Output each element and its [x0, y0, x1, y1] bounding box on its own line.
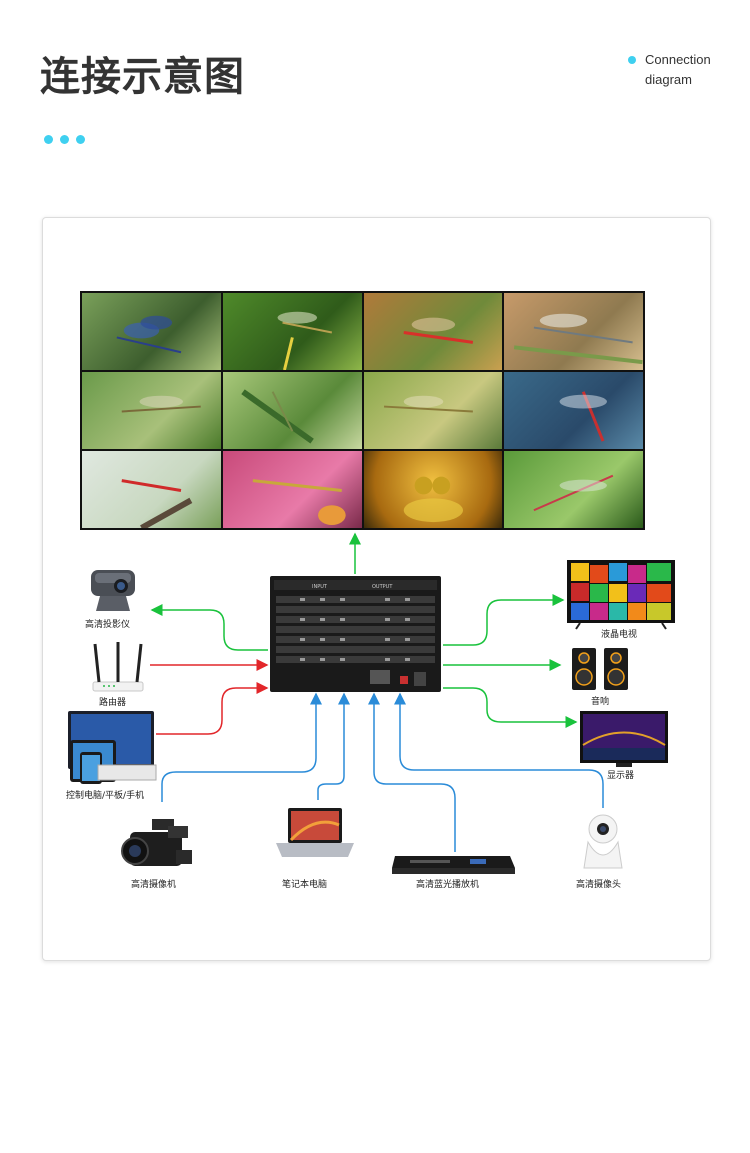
wall-screen-11: [363, 451, 503, 528]
input-connections: [161, 692, 604, 852]
wall-screen-7: [363, 372, 503, 449]
label-router: 路由器: [99, 698, 127, 708]
ip-camera-icon: [583, 814, 623, 869]
dragonfly-image: [403, 476, 463, 523]
label-laptop: 笔记本电脑: [282, 880, 328, 890]
page-title: 连接示意图: [40, 54, 245, 100]
wall-screen-2: [222, 293, 362, 370]
dragonfly-image: [277, 311, 332, 370]
matrix-switcher: INPUT OUTPUT: [270, 576, 441, 692]
video-wall: [80, 291, 645, 530]
wall-screen-6: [222, 372, 362, 449]
dragonfly-image: [403, 317, 473, 344]
dragonfly-image: [252, 479, 346, 526]
label-camcorder: 高清摄像机: [131, 880, 177, 890]
subtitle-line1: Connection: [645, 52, 711, 67]
wall-screen-9: [82, 451, 221, 528]
wall-screen-5: [82, 372, 221, 449]
speaker-icon: [572, 648, 628, 690]
wall-screen-12: [504, 451, 643, 528]
dragonfly-image: [533, 474, 614, 512]
dragonfly-image: [116, 315, 182, 354]
label-speaker: 音响: [591, 697, 610, 707]
dragonfly-image: [383, 395, 473, 413]
decorative-dots: [44, 129, 92, 148]
laptop-icon: [276, 808, 354, 857]
monitor-icon: [580, 711, 668, 767]
label-projector: 高清投影仪: [85, 620, 131, 630]
matrix-output-label: OUTPUT: [372, 584, 393, 590]
camcorder-icon: [121, 819, 192, 866]
dragonfly-image: [514, 313, 643, 365]
label-bluray: 高清蓝光播放机: [416, 880, 480, 890]
wall-screen-4: [504, 293, 643, 370]
wall-screen-10: [222, 451, 362, 528]
output-connections: [150, 532, 578, 728]
router-icon: [92, 642, 144, 692]
subtitle-line2: diagram: [645, 72, 692, 87]
lcd-tv-icon: [567, 560, 675, 630]
label-lcd-tv: 液晶电视: [601, 630, 638, 640]
control-connections: [150, 659, 269, 735]
bluray-player-icon: [392, 856, 515, 874]
dragonfly-image: [241, 389, 314, 444]
matrix-input-label: INPUT: [312, 584, 328, 590]
dragonfly-image: [121, 479, 193, 528]
projector-icon: [91, 570, 135, 611]
label-control-pc: 控制电脑/平板/手机: [66, 791, 145, 801]
dragonfly-image: [121, 395, 201, 413]
label-ip-camera: 高清摄像头: [576, 880, 622, 890]
label-monitor: 显示器: [607, 771, 635, 781]
dragonfly-image: [559, 391, 608, 442]
bullet-dot: [628, 56, 636, 64]
wall-screen-1: [82, 293, 221, 370]
wall-screen-8: [504, 372, 643, 449]
wall-screen-3: [363, 293, 503, 370]
control-devices-icon: [68, 711, 157, 784]
